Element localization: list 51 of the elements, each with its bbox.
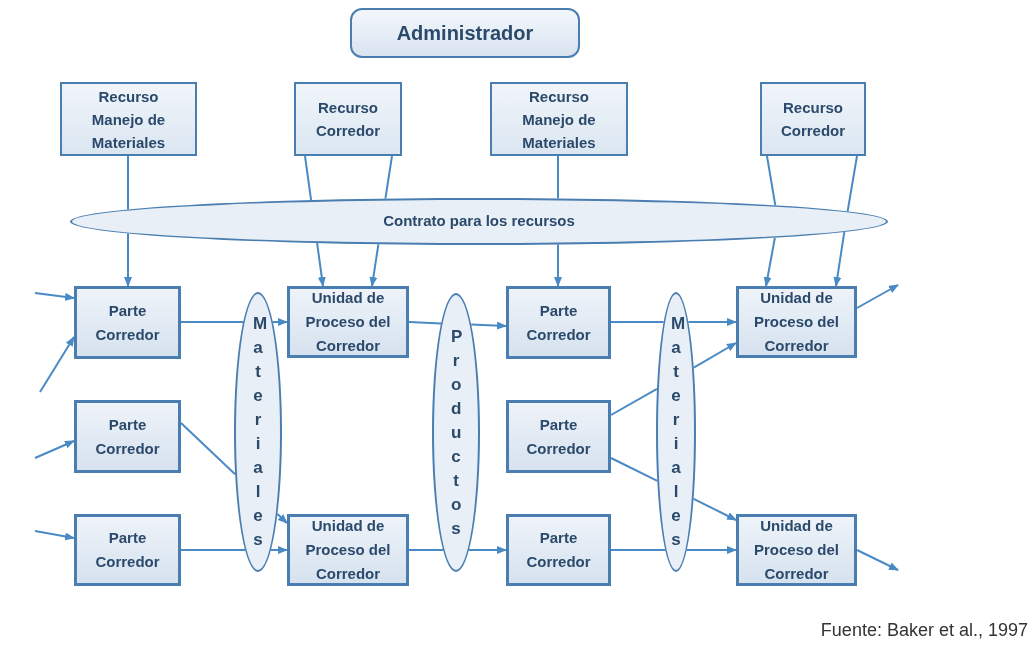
connector-line	[610, 321, 665, 323]
arrow	[470, 321, 507, 330]
arrow	[34, 292, 75, 301]
connector-line	[610, 549, 667, 551]
arrow	[34, 530, 75, 541]
arrow	[833, 231, 846, 287]
process-box: Parte Corredor	[506, 286, 611, 359]
arrow	[124, 232, 132, 287]
arrow	[369, 243, 380, 287]
flow-ellipse: Productos	[432, 293, 480, 572]
process-box: Parte Corredor	[506, 514, 611, 586]
connector-line	[557, 155, 559, 200]
process-box: Parte Corredor	[74, 514, 181, 586]
arrow	[467, 546, 507, 554]
arrow	[687, 318, 737, 326]
flow-ellipse: Materiales	[234, 292, 282, 572]
process-box: Parte Corredor	[74, 400, 181, 473]
process-box: Unidad de Proceso del Corredor	[287, 514, 409, 586]
resource-box: Recurso Manejo de Materiales	[60, 82, 197, 156]
arrow	[271, 318, 288, 326]
process-box: Parte Corredor	[74, 286, 181, 359]
connector-line	[408, 321, 443, 325]
connector-line	[610, 387, 658, 416]
connector-line	[384, 155, 393, 200]
process-box: Unidad de Proceso del Corredor	[287, 286, 409, 358]
arrow	[856, 549, 899, 571]
connector-line	[180, 321, 245, 323]
arrow	[763, 236, 776, 287]
connector-line	[180, 549, 247, 551]
arrow	[316, 242, 326, 287]
arrow	[276, 513, 288, 524]
resource-box: Recurso Corredor	[294, 82, 402, 156]
process-box: Unidad de Proceso del Corredor	[736, 286, 857, 358]
process-box: Parte Corredor	[506, 400, 611, 473]
connector-line	[127, 155, 129, 211]
arrow	[269, 546, 288, 554]
title-box: Administrador	[350, 8, 580, 58]
flow-ellipse: Materiales	[656, 292, 696, 572]
resource-box: Recurso Manejo de Materiales	[490, 82, 628, 156]
resource-box: Recurso Corredor	[760, 82, 866, 156]
arrow	[34, 440, 75, 459]
arrow	[554, 243, 562, 287]
connector-line	[408, 549, 445, 551]
arrow	[856, 284, 899, 309]
connector-line	[846, 155, 858, 213]
source-note: Fuente: Baker et al., 1997	[820, 619, 1028, 642]
connector-line	[766, 155, 777, 207]
arrow	[39, 336, 75, 393]
arrow	[685, 546, 737, 554]
process-box: Unidad de Proceso del Corredor	[736, 514, 857, 586]
contract-ellipse: Contrato para los recursos	[70, 198, 888, 245]
